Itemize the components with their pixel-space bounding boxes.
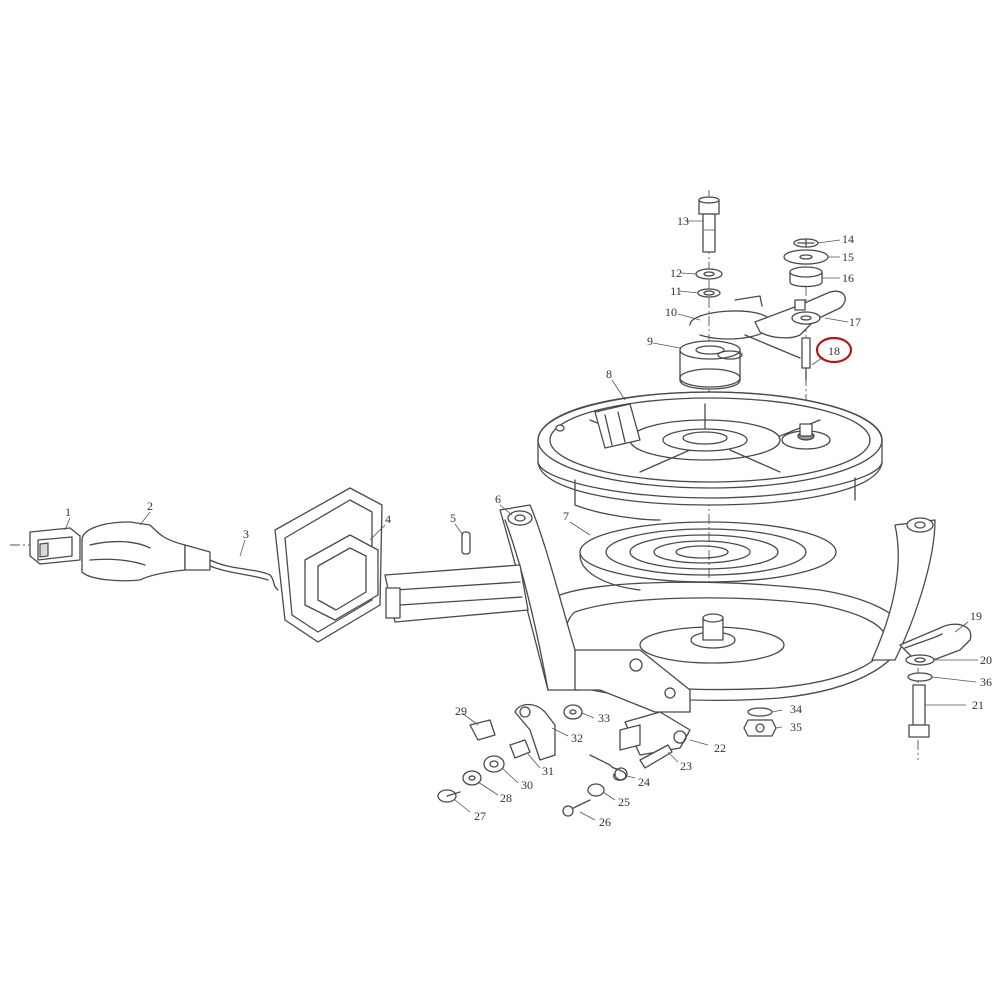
callout-labels: 1 2 3 4 5 6 7 8 9 10 11 12 13 14 15 16 1… [65, 214, 992, 829]
callout-4[interactable]: 4 [385, 512, 391, 526]
center-stack [679, 196, 801, 390]
recoil-spring [579, 521, 837, 591]
callout-8[interactable]: 8 [606, 367, 612, 381]
callout-2[interactable]: 2 [147, 499, 153, 513]
pawl-stack [754, 238, 846, 381]
callout-23[interactable]: 23 [680, 759, 692, 773]
callout-6[interactable]: 6 [495, 492, 501, 506]
callout-21[interactable]: 21 [972, 698, 984, 712]
callout-28[interactable]: 28 [500, 791, 512, 805]
callout-13[interactable]: 13 [677, 214, 689, 228]
callout-30[interactable]: 30 [521, 778, 533, 792]
callout-11[interactable]: 11 [670, 284, 682, 298]
callout-9[interactable]: 9 [647, 334, 653, 348]
callout-5[interactable]: 5 [450, 511, 456, 525]
callout-32[interactable]: 32 [571, 731, 583, 745]
callout-25[interactable]: 25 [618, 795, 630, 809]
callout-1[interactable]: 1 [65, 505, 71, 519]
callout-35[interactable]: 35 [790, 720, 802, 734]
rope-pulley [537, 391, 883, 521]
handle-assembly [29, 487, 471, 643]
callout-10[interactable]: 10 [665, 305, 677, 319]
callout-17[interactable]: 17 [849, 315, 861, 329]
callout-31[interactable]: 31 [542, 764, 554, 778]
callout-15[interactable]: 15 [842, 250, 854, 264]
base-housing [384, 504, 936, 713]
callout-33[interactable]: 33 [598, 711, 610, 725]
leader-lines [64, 220, 978, 821]
callout-29[interactable]: 29 [455, 704, 467, 718]
highlight-ring-18 [815, 336, 853, 364]
callout-27[interactable]: 27 [474, 809, 486, 823]
callout-7[interactable]: 7 [563, 509, 569, 523]
callout-3[interactable]: 3 [243, 527, 249, 541]
callout-20[interactable]: 20 [980, 653, 992, 667]
callout-24[interactable]: 24 [638, 775, 650, 789]
callout-26[interactable]: 26 [599, 815, 611, 829]
callout-34[interactable]: 34 [790, 702, 802, 716]
right-fasteners [743, 623, 972, 738]
callout-12[interactable]: 12 [670, 266, 682, 280]
callout-22[interactable]: 22 [714, 741, 726, 755]
callout-14[interactable]: 14 [842, 232, 854, 246]
callout-18[interactable]: 18 [828, 344, 840, 358]
lower-small-parts [437, 703, 691, 817]
callout-36[interactable]: 36 [980, 675, 992, 689]
callout-16[interactable]: 16 [842, 271, 854, 285]
callout-19[interactable]: 19 [970, 609, 982, 623]
